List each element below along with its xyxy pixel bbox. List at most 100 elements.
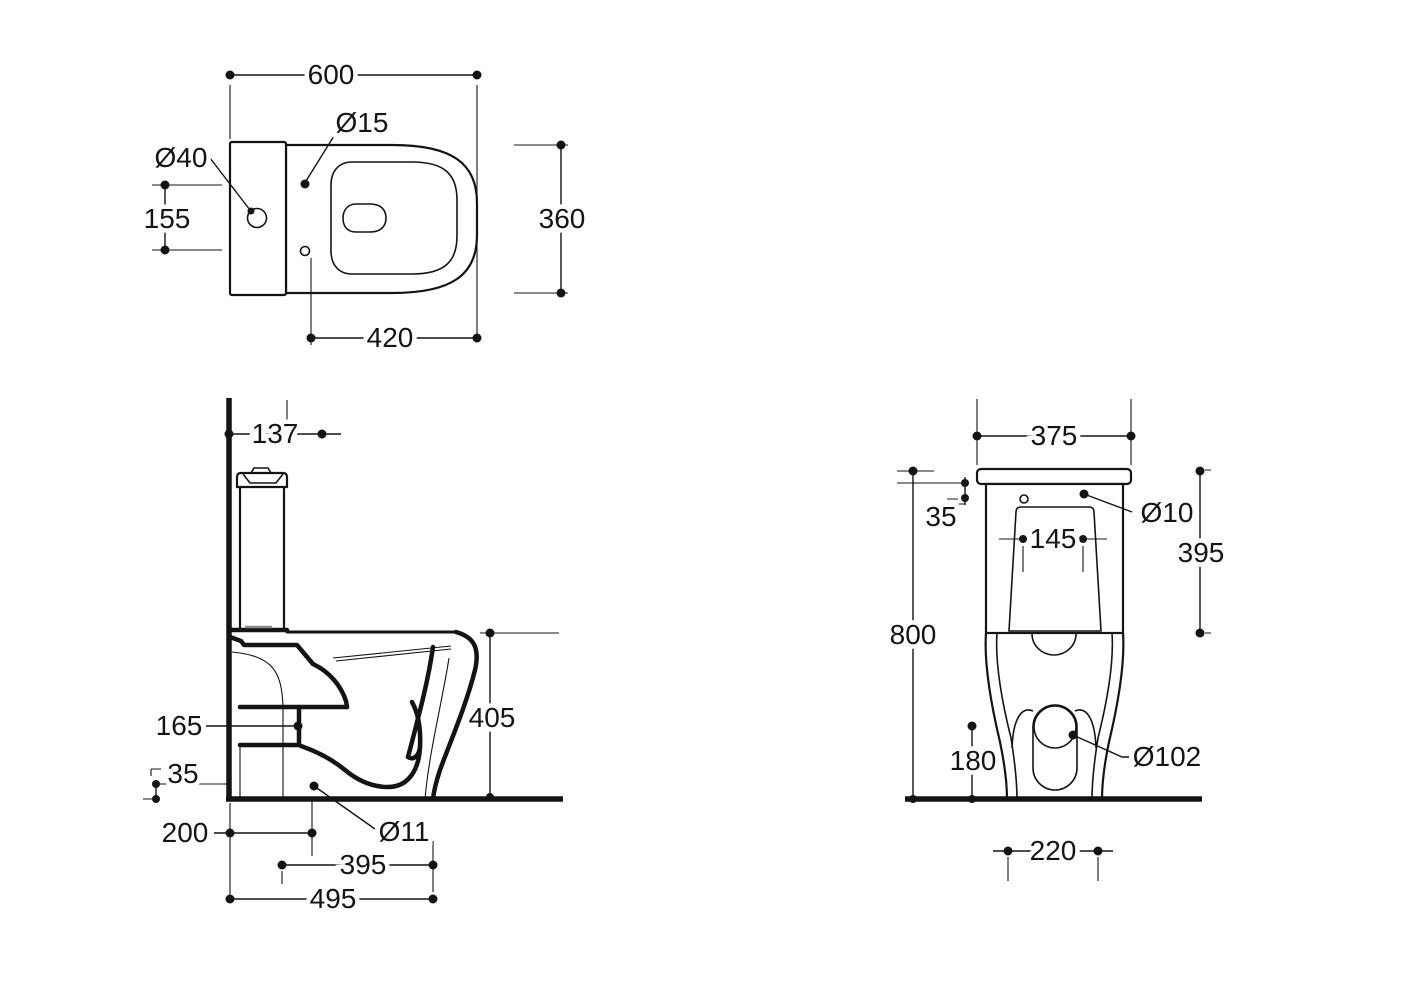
dim-dot — [972, 431, 982, 441]
dim-label-hinge-hole-dia: Ø15 — [336, 107, 389, 138]
label-inlet-hole-dia: Ø40 — [150, 138, 255, 215]
dim-label-panel-width: 145 — [1030, 523, 1077, 554]
pedestal-inner-right — [1091, 632, 1114, 800]
extension-line — [228, 400, 288, 429]
dim-overall-depth: 495 — [225, 879, 438, 919]
dim-dot — [485, 628, 495, 638]
dim-dot — [472, 333, 482, 343]
hinge-hole-rear — [300, 179, 310, 189]
dim-dot — [225, 70, 235, 80]
cistern-lid-front — [975, 467, 1133, 486]
dim-tank-width: 375 — [972, 399, 1136, 465]
weir-tip — [405, 744, 423, 761]
label-fixing-hole-dia: Ø11 — [309, 781, 434, 852]
dim-label-fixing-height: 35 — [167, 758, 198, 789]
dim-dot — [1126, 431, 1136, 441]
dim-label-hinge-hole-span: 420 — [367, 322, 414, 353]
side-object — [227, 467, 479, 802]
pedestal-outer-right — [1100, 632, 1125, 800]
cistern-top — [228, 140, 288, 297]
dim-fixing-span: 395 — [277, 841, 438, 892]
dim-inlet-height: 155 — [139, 180, 222, 255]
dim-base-width: 220 — [993, 831, 1113, 881]
flush-opening — [342, 203, 387, 233]
dim-label-fixing-hole-dia: Ø11 — [379, 816, 430, 847]
dim-label-lid-height: 35 — [925, 501, 956, 532]
dim-label-tank-hole-dia: Ø10 — [1141, 497, 1194, 528]
dim-dot — [556, 140, 566, 150]
extension-line — [143, 783, 227, 800]
dim-dot — [909, 795, 917, 803]
dim-dot — [1079, 535, 1087, 543]
dim-dot — [961, 479, 969, 487]
dim-dot — [556, 288, 566, 298]
bowl-back-arc — [1031, 633, 1077, 656]
leader-line — [1072, 734, 1129, 758]
flush-button-side — [250, 467, 272, 474]
pedestal-outer-left — [984, 632, 1009, 800]
dim-dot — [472, 70, 482, 80]
dim-dot — [1019, 535, 1027, 543]
dim-overall-height: 800 — [885, 466, 963, 803]
bowl-front-inner-line — [424, 657, 450, 800]
dim-label-overall-depth: 495 — [310, 883, 357, 914]
dim-tank-height: 395 — [1173, 466, 1229, 638]
weir-tongue — [405, 644, 436, 760]
dim-dot — [486, 793, 494, 801]
dim-dot — [225, 894, 235, 904]
foot-shoulders — [1011, 709, 1097, 749]
dim-dot — [317, 429, 327, 439]
extension-line — [229, 800, 313, 896]
leader-line — [305, 135, 335, 182]
front-object — [975, 467, 1133, 800]
dim-label-tank-height: 395 — [1178, 537, 1225, 568]
leader-dot — [247, 207, 255, 215]
dim-tank-depth: 137 — [224, 400, 341, 454]
label-tick — [150, 768, 161, 776]
dim-lid-height: 35 — [921, 477, 969, 537]
side-view: 137 165 35 200 — [143, 398, 563, 919]
lid-recess — [242, 473, 284, 484]
dim-label-overall-width: 600 — [308, 59, 355, 90]
tank-hole — [1019, 494, 1029, 504]
dim-label-base-width: 220 — [1030, 835, 1077, 866]
seat-ring — [330, 161, 458, 275]
pedestal-inner-left — [995, 632, 1018, 800]
cistern-panel — [1008, 506, 1102, 632]
dim-bowl-width: 360 — [514, 140, 590, 298]
dim-dot — [152, 780, 160, 788]
dim-hinge-hole-span: 420 — [306, 258, 482, 358]
dim-dot — [225, 828, 235, 838]
dim-outlet-height: 165 — [151, 706, 303, 746]
dim-overall-width: 600 — [225, 55, 482, 338]
dim-dot — [1195, 466, 1205, 476]
dim-label-setout: 200 — [162, 817, 209, 848]
cistern-side — [238, 487, 286, 628]
dim-dot — [152, 795, 160, 803]
leader-line — [209, 157, 251, 211]
dim-dot — [1093, 846, 1103, 856]
dim-dot — [1195, 628, 1205, 638]
rear-arc — [231, 651, 284, 709]
dim-label-trap-center-height: 180 — [950, 745, 997, 776]
dim-label-rim-height: 405 — [469, 702, 516, 733]
front-view: 375 800 35 Ø10 395 — [885, 399, 1229, 881]
dim-label-tank-width: 375 — [1031, 420, 1078, 451]
trap-housing — [1032, 704, 1078, 791]
dim-label-inlet-hole-dia: Ø40 — [155, 142, 208, 173]
dim-panel-width: 145 — [999, 519, 1107, 572]
dim-dot — [293, 721, 303, 731]
dim-trap-center-height: 180 — [945, 721, 1001, 803]
dim-dot — [428, 860, 438, 870]
extension-line — [1007, 857, 1099, 881]
label-tick — [947, 498, 965, 505]
dim-dot — [967, 721, 977, 731]
top-view: 600 Ø15 Ø40 155 360 — [139, 55, 590, 358]
dim-dot — [307, 828, 317, 838]
seat-profile — [227, 634, 316, 667]
bowl-front-profile — [430, 629, 479, 802]
dim-dot — [224, 429, 234, 439]
extension-tick — [1205, 469, 1211, 634]
